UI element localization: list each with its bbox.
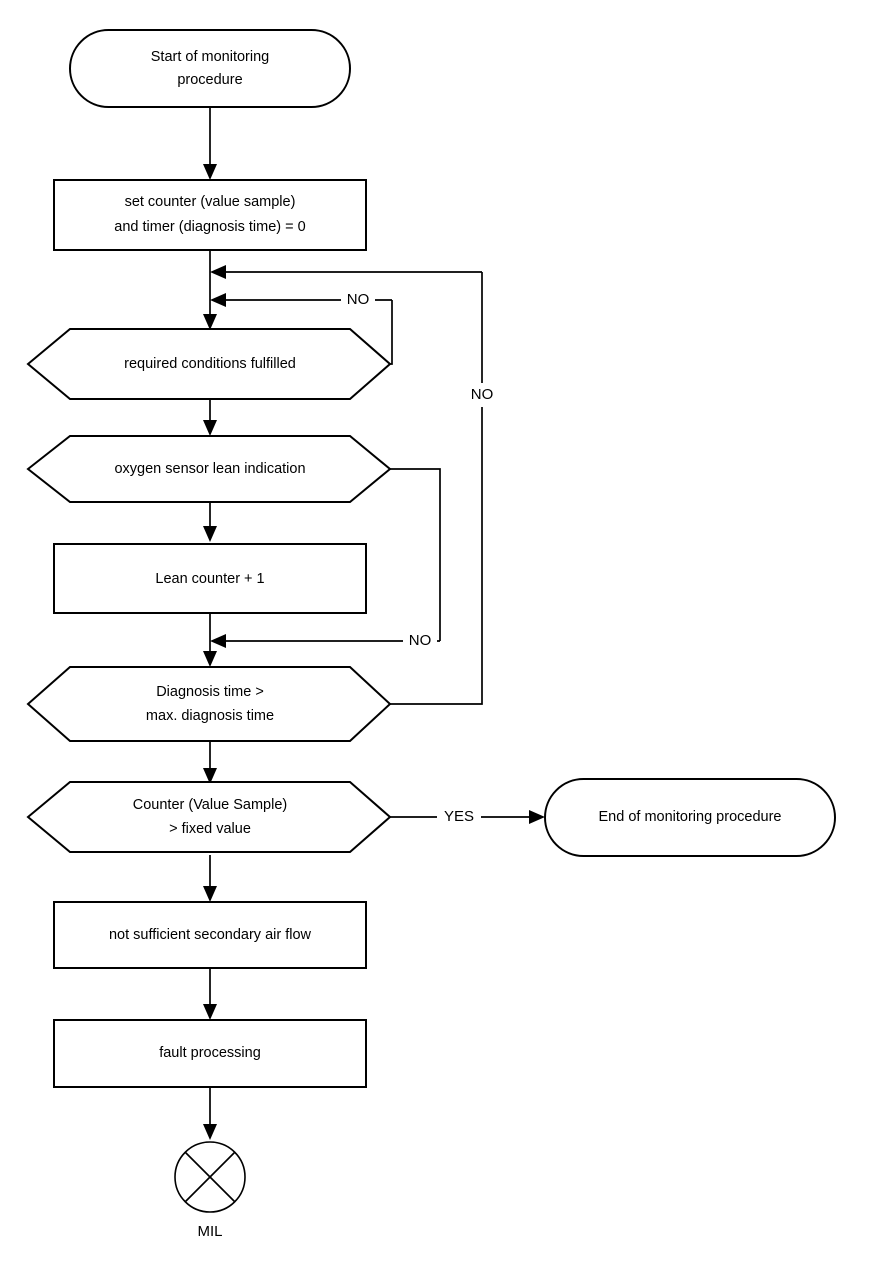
edge-diagnosis-no-branch [390, 272, 483, 705]
node-not-sufficient-air[interactable]: not sufficient secondary air flow [53, 901, 367, 969]
node-diagnosis-time-line-2: max. diagnosis time [146, 708, 274, 724]
node-mil[interactable] [174, 1141, 246, 1213]
node-oxygen-sensor-label: oxygen sensor lean indication [114, 461, 305, 477]
node-start-line-2: procedure [177, 72, 242, 88]
node-set-counter-line-1: set counter (value sample) [125, 194, 296, 210]
edge-label-diagnosis-no-text: NO [471, 386, 494, 403]
edge-label-counter-yes-text: YES [444, 808, 474, 825]
node-fault-processing-label: fault processing [159, 1045, 261, 1061]
node-set-counter[interactable]: set counter (value sample) and timer (di… [53, 179, 367, 251]
edge-start-to-set-counter [203, 107, 217, 180]
node-required-conditions[interactable]: required conditions fulfilled [26, 328, 392, 400]
edge-label-diagnosis-no: NO [465, 383, 499, 407]
node-diagnosis-time[interactable]: Diagnosis time > max. diagnosis time [26, 666, 392, 742]
edge-merge-arrow-upper [210, 265, 482, 279]
node-counter-value-sample[interactable]: Counter (Value Sample) > fixed value [26, 781, 392, 853]
node-counter-value-sample-line-2: > fixed value [169, 821, 251, 837]
edge-oxygen-to-lean-counter [203, 503, 217, 542]
node-start-line-1: Start of monitoring [151, 49, 269, 65]
edge-counter-to-not-sufficient [203, 855, 217, 902]
node-fault-processing[interactable]: fault processing [53, 1019, 367, 1088]
edge-label-conditions-no-text: NO [347, 291, 370, 308]
node-set-counter-line-2: and timer (diagnosis time) = 0 [114, 219, 305, 235]
node-end[interactable]: End of monitoring procedure [544, 778, 836, 857]
node-lean-counter-label: Lean counter + 1 [155, 571, 264, 587]
edge-diagnosis-to-counter [203, 742, 217, 784]
node-end-label: End of monitoring procedure [599, 809, 782, 825]
mil-caption: MIL [197, 1223, 222, 1240]
node-diagnosis-time-line-1: Diagnosis time > [156, 684, 264, 700]
edge-label-conditions-no: NO [341, 288, 375, 312]
edge-fault-to-mil [203, 1087, 217, 1140]
node-required-conditions-label: required conditions fulfilled [124, 356, 296, 372]
node-not-sufficient-air-label: not sufficient secondary air flow [109, 927, 312, 943]
node-counter-value-sample-line-1: Counter (Value Sample) [133, 797, 287, 813]
node-lean-counter[interactable]: Lean counter + 1 [53, 543, 367, 614]
node-start[interactable]: Start of monitoring procedure [69, 29, 351, 108]
edge-conditions-to-oxygen [203, 400, 217, 436]
edge-set-counter-to-conditions [203, 250, 217, 330]
edge-label-oxygen-no-text: NO [409, 632, 432, 649]
edge-conditions-no-branch [390, 300, 393, 365]
edge-label-counter-yes: YES [437, 805, 481, 829]
edge-lean-counter-to-diagnosis [203, 613, 217, 667]
edge-not-sufficient-to-fault [203, 968, 217, 1020]
edge-oxygen-no-branch [390, 468, 441, 641]
edge-label-oxygen-no: NO [403, 629, 437, 653]
node-oxygen-sensor[interactable]: oxygen sensor lean indication [26, 435, 392, 503]
